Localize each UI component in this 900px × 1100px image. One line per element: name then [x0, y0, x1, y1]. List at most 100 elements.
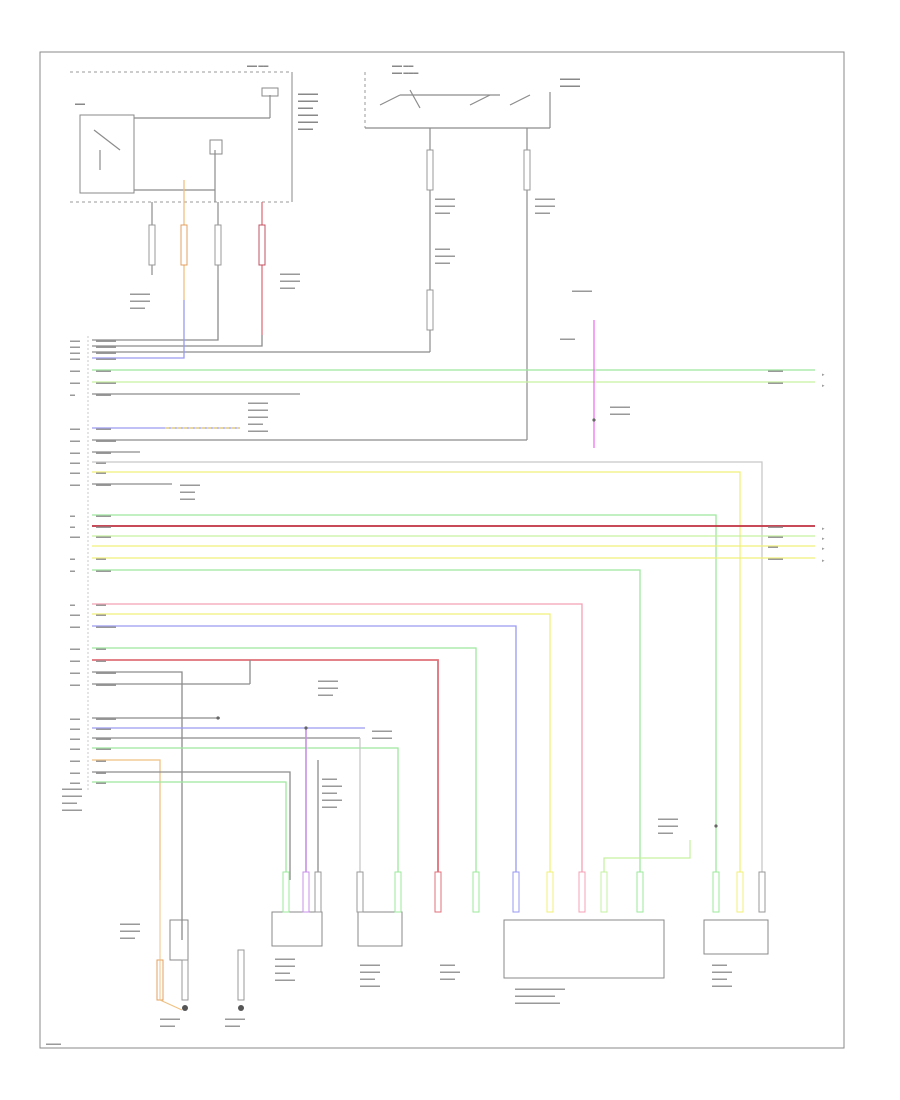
svg-text:▬▬: ▬▬: [70, 612, 80, 618]
svg-text:▬▬▬▬: ▬▬▬▬: [225, 1016, 245, 1022]
svg-text:▬: ▬: [70, 568, 75, 574]
svg-text:▬▬▬: ▬▬▬: [96, 392, 111, 398]
svg-text:▬▬▬: ▬▬▬: [130, 305, 145, 311]
splice-dots: [216, 418, 718, 828]
svg-text:▬▬▬▬: ▬▬▬▬: [435, 196, 455, 202]
svg-text:▬▬▬▬: ▬▬▬▬: [712, 983, 732, 989]
svg-text:▬▬▬▬: ▬▬▬▬: [712, 969, 732, 975]
svg-text:▬▬▬: ▬▬▬: [96, 450, 111, 456]
svg-text:▬▬▬▬: ▬▬▬▬: [160, 1016, 180, 1022]
svg-text:▬▬▬: ▬▬▬: [318, 692, 333, 698]
svg-text:▬▬: ▬▬: [70, 482, 80, 488]
svg-text:▬▬▬: ▬▬▬: [658, 830, 673, 836]
svg-text:▬▬: ▬▬: [768, 544, 778, 550]
svg-text:▬▬: ▬▬: [70, 658, 80, 664]
top-labels: ▬▬▬▬ ▬▬▬▬ ▬▬▬ ▬▬▬▬ ▬▬▬▬ ▬▬▬ ▬▬▬▬ ▬▬▬▬ ▬▬…: [130, 196, 592, 342]
svg-text:▬▬▬: ▬▬▬: [435, 210, 450, 216]
svg-text:▬▬: ▬▬: [70, 426, 80, 432]
svg-text:▬▬▬▬: ▬▬▬▬: [435, 203, 455, 209]
svg-text:▬▬: ▬▬: [70, 338, 80, 344]
svg-text:▬▬▬: ▬▬▬: [360, 976, 375, 982]
svg-text:▬▬: ▬▬: [96, 602, 106, 608]
svg-text:▬▬▬▬: ▬▬▬▬: [360, 962, 380, 968]
svg-text:▬▬▬▬: ▬▬▬▬: [658, 816, 678, 822]
svg-text:▬▬▬▬: ▬▬▬▬: [610, 411, 630, 417]
relay-fuse-box: ▬▬ ▬▬ ▬▬ ▬▬▬▬ ▬▬▬▬ ▬▬▬ ▬▬▬▬ ▬▬▬▬ ▬▬▬: [70, 63, 318, 203]
svg-text:▬▬▬: ▬▬▬: [275, 970, 290, 976]
svg-text:▬▬▬▬: ▬▬▬▬: [62, 786, 82, 792]
svg-text:▬▬▬: ▬▬▬: [712, 976, 727, 982]
svg-text:▬▬▬: ▬▬▬: [298, 105, 313, 111]
svg-text:▬▬▬▬: ▬▬▬▬: [96, 338, 116, 344]
svg-text:▬: ▬: [70, 602, 75, 608]
svg-text:▬▬▬: ▬▬▬: [96, 368, 111, 374]
svg-text:▸: ▸: [822, 558, 825, 564]
sensor-left: [169, 919, 189, 961]
svg-text:▸: ▸: [822, 546, 825, 552]
svg-text:▬▬: ▬▬: [70, 460, 80, 466]
svg-text:▬▬▬▬: ▬▬▬▬: [318, 685, 338, 691]
svg-text:▬▬▬▬: ▬▬▬▬: [322, 797, 342, 803]
svg-text:▬▬▬: ▬▬▬: [322, 776, 337, 782]
svg-text:▬▬▬▬: ▬▬▬▬: [275, 963, 295, 969]
svg-text:▬▬: ▬▬: [70, 682, 80, 688]
svg-text:▬▬: ▬▬: [70, 746, 80, 752]
svg-text:▬▬▬▬: ▬▬▬▬: [298, 112, 318, 118]
svg-text:▬▬: ▬▬: [70, 470, 80, 476]
svg-text:▬▬: ▬▬: [96, 460, 106, 466]
svg-text:▸: ▸: [822, 536, 825, 542]
svg-text:▬▬▬▬: ▬▬▬▬: [560, 76, 580, 82]
svg-text:▬▬: ▬▬: [70, 736, 80, 742]
svg-text:▬▬▬▬: ▬▬▬▬: [96, 682, 116, 688]
svg-text:▬▬▬▬: ▬▬▬▬: [322, 783, 342, 789]
svg-text:▬▬: ▬▬: [96, 612, 106, 618]
svg-text:▬▬: ▬▬: [70, 368, 80, 374]
svg-text:▬▬▬▬: ▬▬▬▬: [248, 428, 268, 434]
svg-text:▬▬▬: ▬▬▬: [96, 736, 111, 742]
svg-text:▬▬▬: ▬▬▬: [440, 962, 455, 968]
svg-text:▬▬: ▬▬: [70, 450, 80, 456]
svg-text:▬▬▬▬: ▬▬▬▬: [120, 928, 140, 934]
diagram-frame: [39, 51, 845, 1049]
svg-text:▬▬▬: ▬▬▬: [96, 534, 111, 540]
svg-text:▬▬▬: ▬▬▬: [768, 534, 783, 540]
svg-text:▬▬: ▬▬: [70, 780, 80, 786]
svg-text:▬▬▬▬: ▬▬▬▬: [96, 380, 116, 386]
svg-text:▬▬▬▬: ▬▬▬▬: [298, 119, 318, 125]
svg-text:▬▬▬: ▬▬▬: [96, 524, 111, 530]
svg-text:▬▬: ▬▬: [70, 716, 80, 722]
transmission-controller: [503, 919, 665, 979]
svg-text:▬▬: ▬▬: [70, 344, 80, 350]
svg-text:▬▬▬▬: ▬▬▬▬: [440, 969, 460, 975]
svg-text:▬▬▬▬: ▬▬▬▬: [248, 414, 268, 420]
svg-text:▬▬▬▬: ▬▬▬▬: [298, 91, 318, 97]
svg-text:▬▬▬: ▬▬▬: [560, 336, 575, 342]
svg-text:▬▬▬▬: ▬▬▬▬: [360, 969, 380, 975]
throttle-sensor: [271, 911, 323, 947]
svg-text:▬▬: ▬▬: [70, 770, 80, 776]
svg-text:▬▬▬▬: ▬▬▬▬: [62, 807, 82, 813]
svg-text:▬▬▬: ▬▬▬: [160, 1023, 175, 1029]
svg-text:▬▬▬: ▬▬▬: [768, 380, 783, 386]
svg-text:▬▬: ▬▬: [70, 624, 80, 630]
svg-text:▬▬▬▬: ▬▬▬▬: [96, 350, 116, 356]
svg-text:▬▬: ▬▬: [70, 438, 80, 444]
svg-text:▬▬▬: ▬▬▬: [768, 556, 783, 562]
svg-text:▬: ▬: [70, 513, 75, 519]
svg-text:▬▬▬▬: ▬▬▬▬: [572, 288, 592, 294]
svg-text:▬▬▬: ▬▬▬: [46, 1041, 61, 1047]
svg-text:▬▬▬▬: ▬▬▬▬: [248, 400, 268, 406]
svg-text:▬▬▬▬: ▬▬▬▬: [96, 624, 116, 630]
svg-text:▬▬: ▬▬: [96, 658, 106, 664]
svg-text:▬▬▬▬: ▬▬▬▬: [275, 977, 295, 983]
svg-text:▬▬▬▬▬▬▬▬▬▬: ▬▬▬▬▬▬▬▬▬▬: [515, 986, 565, 992]
svg-text:▬▬▬▬: ▬▬▬▬: [435, 253, 455, 259]
svg-text:▬▬: ▬▬: [70, 646, 80, 652]
svg-text:▬▬: ▬▬: [70, 380, 80, 386]
svg-text:▬▬▬▬▬▬▬▬: ▬▬▬▬▬▬▬▬: [515, 993, 555, 999]
svg-text:▬▬▬: ▬▬▬: [62, 800, 77, 806]
svg-text:▬▬▬▬: ▬▬▬▬: [535, 196, 555, 202]
svg-text:▬▬: ▬▬: [70, 758, 80, 764]
top-feed-wires: [151, 128, 528, 440]
